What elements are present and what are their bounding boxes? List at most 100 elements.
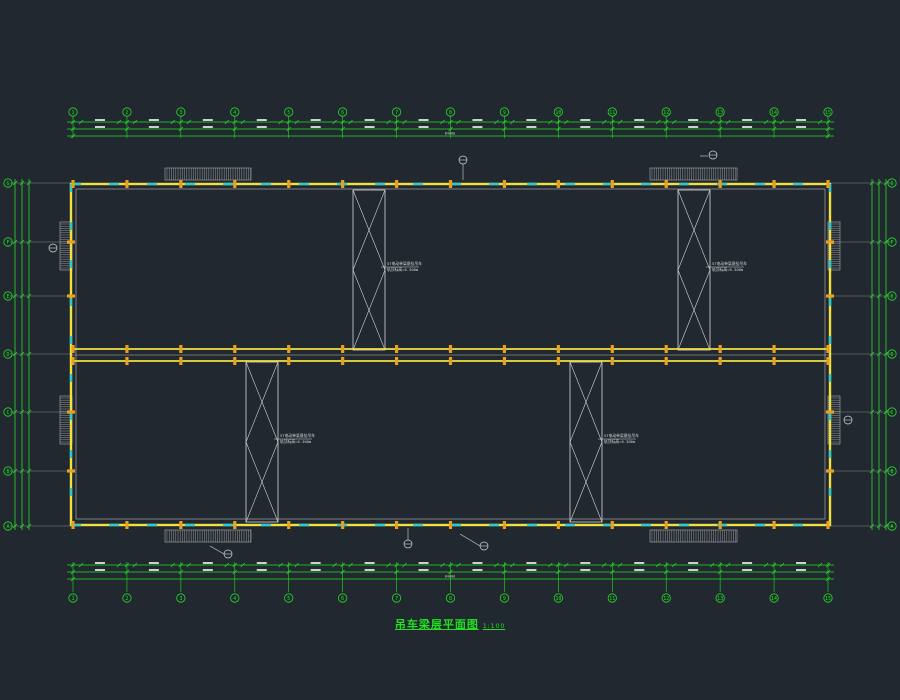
dimension-tick bbox=[116, 562, 122, 568]
column-marker bbox=[664, 180, 668, 188]
axis-bubble-circle bbox=[607, 593, 617, 603]
axis-bubble-label: 15 bbox=[825, 110, 831, 116]
overall-dimension-label: 84000 bbox=[445, 575, 456, 579]
column-marker bbox=[826, 345, 830, 353]
dimension-tick bbox=[564, 119, 569, 125]
dimension-tick bbox=[386, 119, 391, 125]
column-marker bbox=[772, 357, 776, 365]
column-marker bbox=[448, 345, 453, 353]
column-marker bbox=[826, 294, 834, 298]
dimension-text-mark bbox=[310, 119, 321, 121]
column-marker bbox=[71, 345, 75, 353]
axis-bubble-label: 13 bbox=[717, 596, 723, 602]
column-marker bbox=[826, 469, 834, 473]
axis-bubble-circle bbox=[122, 593, 132, 603]
dimension-tick bbox=[510, 119, 515, 125]
axis-bubble: 10 bbox=[553, 107, 563, 117]
dimension-tick bbox=[510, 562, 515, 568]
axis-bubble-label: 3 bbox=[179, 110, 182, 116]
dimension-tick bbox=[402, 119, 407, 125]
dimension-text-mark bbox=[148, 119, 159, 121]
dimension-text-mark bbox=[796, 126, 807, 128]
stair-outline bbox=[649, 167, 738, 181]
axis-bubble-label: E bbox=[890, 294, 893, 300]
crane-note-line1: 5T电动单梁悬挂吊车 bbox=[712, 261, 747, 266]
column-marker bbox=[664, 521, 668, 529]
axis-bubble: D bbox=[3, 349, 13, 359]
column-marker bbox=[826, 357, 830, 365]
axis-bubble: 12 bbox=[661, 593, 671, 603]
axis-bubble-circle bbox=[68, 107, 78, 117]
axis-bubble: 11 bbox=[607, 593, 617, 603]
axis-bubble: 8 bbox=[445, 593, 456, 603]
axis-bubble-label: 4 bbox=[233, 110, 236, 116]
axis-bubble: 6 bbox=[338, 593, 348, 603]
crane-note-line2: 轨顶标高=6.300m bbox=[604, 439, 636, 444]
axis-bubble-label: 5 bbox=[287, 110, 290, 116]
column-marker bbox=[67, 410, 75, 414]
axis-bubble-label: 14 bbox=[771, 596, 777, 602]
axis-bubble-circle bbox=[230, 107, 240, 117]
dimension-tick bbox=[655, 562, 661, 568]
crane-note-line1: 5T电动单梁悬挂吊车 bbox=[604, 433, 639, 438]
axis-bubble-circle bbox=[887, 407, 897, 417]
axis-bubble: 6 bbox=[338, 107, 348, 117]
column-marker bbox=[826, 180, 830, 188]
axis-bubble-circle bbox=[887, 521, 897, 531]
dimension-text-mark bbox=[580, 119, 591, 121]
axis-bubble-circle bbox=[823, 107, 833, 117]
dimension-tick bbox=[440, 562, 445, 568]
dimension-tick bbox=[456, 119, 461, 125]
overall-dimension-label: 84000 bbox=[445, 132, 456, 136]
drawing-title-text: 吊车梁层平面图 bbox=[394, 618, 479, 631]
dimension-text-mark bbox=[256, 569, 267, 571]
axis-bubble-circle bbox=[230, 593, 240, 603]
dimension-text-mark bbox=[634, 562, 645, 564]
axis-bubble-circle bbox=[338, 593, 348, 603]
dimension-text-mark bbox=[202, 126, 213, 128]
axis-bubble: F bbox=[887, 237, 897, 247]
dimension-tick bbox=[709, 119, 715, 125]
axis-bubble: A bbox=[887, 521, 897, 531]
column-marker bbox=[556, 180, 560, 188]
axis-bubble-label: D bbox=[6, 352, 9, 358]
dimension-tick bbox=[548, 119, 553, 125]
crane-opening-outline bbox=[569, 361, 603, 523]
axis-bubble-label: 3 bbox=[179, 596, 182, 602]
column-marker bbox=[664, 345, 668, 353]
dimension-tick bbox=[671, 562, 677, 568]
axis-bubble-label: C bbox=[890, 410, 893, 416]
axis-bubble-label: 6 bbox=[341, 596, 344, 602]
dimension-tick bbox=[763, 562, 769, 568]
column-marker bbox=[556, 357, 560, 365]
dimension-tick bbox=[332, 562, 337, 568]
axis-bubble-label: 10 bbox=[555, 110, 561, 116]
column-marker bbox=[179, 521, 183, 529]
axis-bubble: G bbox=[3, 178, 13, 188]
axis-bubble-label: 11 bbox=[609, 596, 615, 602]
axis-bubble-label: G bbox=[890, 181, 893, 187]
dimension-text-mark bbox=[94, 126, 105, 128]
axis-bubble: 7 bbox=[391, 593, 402, 603]
axis-grid-lines bbox=[10, 116, 893, 592]
dimension-tick bbox=[116, 119, 122, 125]
dimension-tick bbox=[817, 562, 823, 568]
dimension-text-mark bbox=[364, 126, 375, 128]
dimension-text-mark bbox=[580, 569, 591, 571]
crane-opening-outline bbox=[677, 189, 711, 351]
dimension-text-mark bbox=[364, 119, 375, 121]
dimension-text-mark bbox=[310, 126, 321, 128]
column-marker bbox=[394, 521, 399, 529]
column-marker bbox=[341, 345, 345, 353]
axis-bubble: 15 bbox=[823, 107, 833, 117]
axis-bubble-circle bbox=[338, 107, 348, 117]
dimension-tick bbox=[294, 562, 299, 568]
axis-bubble-circle bbox=[607, 107, 617, 117]
axis-bubble-circle bbox=[887, 291, 897, 301]
column-marker bbox=[826, 410, 834, 414]
axis-bubble-label: E bbox=[6, 294, 9, 300]
column-marker bbox=[448, 180, 453, 188]
axis-bubble-label: 10 bbox=[555, 596, 561, 602]
dimension-tick bbox=[618, 119, 623, 125]
drawing-scale: 1:100 bbox=[482, 623, 506, 630]
